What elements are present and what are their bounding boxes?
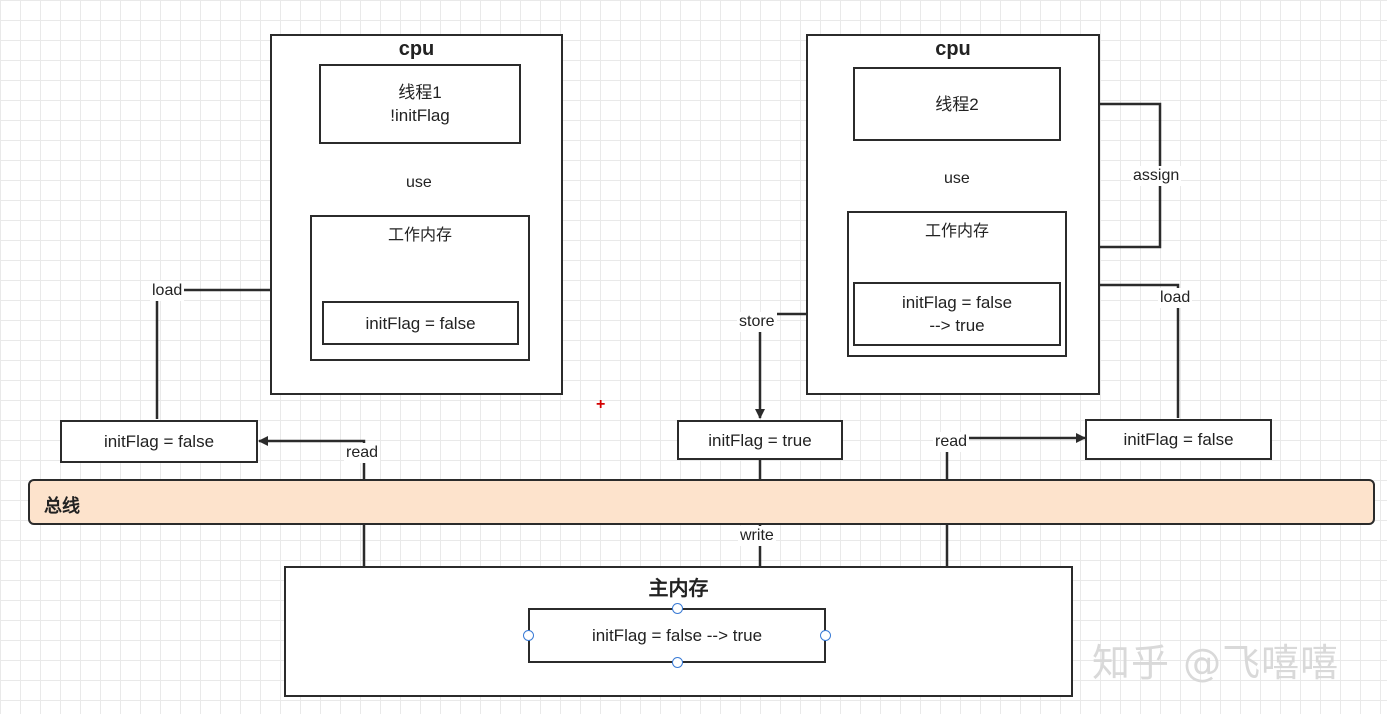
load-left-label: load xyxy=(150,281,185,301)
middle-copy-text: initFlag = true xyxy=(708,430,812,450)
cpu2-thread-box: 线程2 xyxy=(853,67,1061,141)
left-copy-text: initFlag = false xyxy=(103,432,215,451)
cpu2-working-var: initFlag = false --> true xyxy=(853,282,1061,346)
read-left-label: read xyxy=(344,443,381,463)
assign-label: assign xyxy=(1131,166,1182,186)
cpu1-thread-name: 线程1 xyxy=(398,83,442,102)
right-copy-text: initFlag = false xyxy=(1123,430,1234,449)
cpu2-working-var-line1: initFlag = false xyxy=(901,293,1013,312)
resize-handle-left[interactable] xyxy=(523,630,534,641)
load-right-arrow xyxy=(1067,280,1180,418)
read-right-label: read xyxy=(933,432,970,452)
load-right-label: load xyxy=(1158,288,1193,308)
left-copy-box: initFlag = false xyxy=(60,420,258,463)
main-memory-var[interactable]: initFlag = false --> true xyxy=(528,608,826,663)
bus-bar: 总线 xyxy=(28,479,1375,525)
cpu2-thread-name: 线程2 xyxy=(935,94,979,114)
cpu1-working-var-text: initFlag = false xyxy=(365,313,476,333)
write-label: write xyxy=(738,526,776,546)
main-memory-var-name: initFlag xyxy=(591,626,647,645)
main-memory-title: 主内存 xyxy=(648,578,709,600)
cpu2-use-label: use xyxy=(942,169,972,189)
resize-handle-bottom[interactable] xyxy=(672,657,683,668)
bus-label: 总线 xyxy=(44,496,80,516)
cpu1-title: cpu xyxy=(398,38,435,60)
right-copy-box: initFlag = false xyxy=(1085,419,1272,460)
main-memory-var-value: = false --> true xyxy=(646,626,763,645)
resize-handle-top[interactable] xyxy=(672,603,683,614)
cpu2-title: cpu xyxy=(935,38,971,60)
cpu2-working-memory-title: 工作内存 xyxy=(924,223,989,240)
cpu1-thread-box: 线程1 !initFlag xyxy=(319,64,521,144)
cpu1-thread-expr: !initFlag xyxy=(390,106,450,125)
store-label: store xyxy=(737,312,777,332)
cpu1-use-label: use xyxy=(404,173,434,193)
resize-handle-right[interactable] xyxy=(820,630,831,641)
cpu2-working-var-line2: --> true xyxy=(929,316,985,335)
cursor-plus-mark: + xyxy=(596,396,606,413)
middle-copy-box: initFlag = true xyxy=(677,420,843,460)
watermark: 知乎 @飞嘻嘻 xyxy=(1092,641,1340,685)
cpu1-working-memory-title: 工作内存 xyxy=(387,227,452,244)
cpu1-working-var: initFlag = false xyxy=(322,301,519,345)
